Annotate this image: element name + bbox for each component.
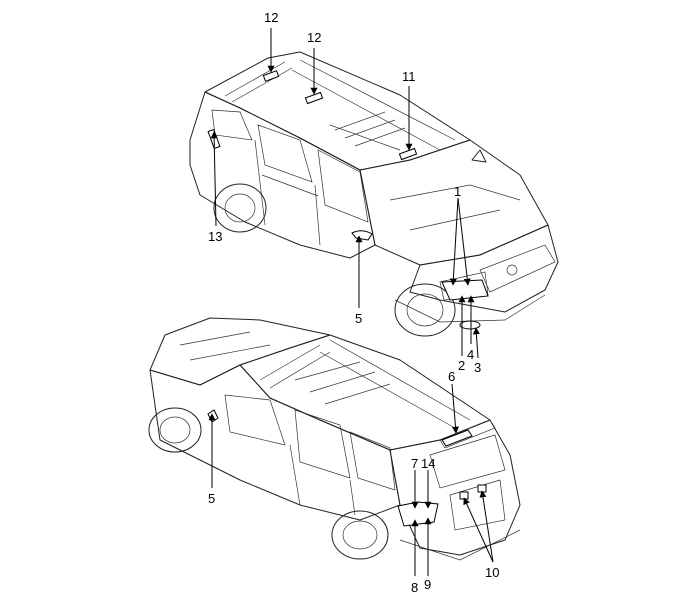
part-5-mirror-rear [207,409,219,423]
callout-labels: 12 12 11 1 13 5 4 2 3 6 5 7 14 8 9 10 [208,10,499,595]
callout-10: 10 [485,565,499,580]
part-7-8-9-14-rear-combination-lamp [397,501,439,527]
callout-8: 8 [411,580,418,595]
callout-12-b: 12 [307,30,321,45]
callout-5-front: 5 [355,311,362,326]
callout-2: 2 [458,358,465,373]
part-12-front-roof-b [304,91,324,105]
callout-9: 9 [424,577,431,592]
part-6-high-mount-stop-lamp [441,429,473,447]
callout-12-a: 12 [264,10,278,25]
callout-6: 6 [448,369,455,384]
part-10-license-lamp-left [459,491,469,500]
part-12-front-roof-a [262,70,280,82]
callout-1: 1 [454,184,461,199]
front-vehicle-drawing [189,51,559,337]
callout-4: 4 [467,347,474,362]
rear-parts [207,409,487,527]
leader-lines [208,28,494,576]
front-parts [207,70,489,330]
part-5-mirror-front [351,230,373,241]
part-1-headlamp-assembly [441,279,489,301]
callout-14: 14 [421,456,435,471]
callout-7: 7 [411,456,418,471]
part-10-license-lamp-right [477,484,487,493]
callout-11: 11 [402,69,416,84]
callout-13: 13 [208,229,222,244]
callout-5-rear: 5 [208,491,215,506]
callout-3: 3 [474,360,481,375]
part-3-4-fog-lamp [459,320,481,330]
part-11-sunroof-part [398,147,418,161]
